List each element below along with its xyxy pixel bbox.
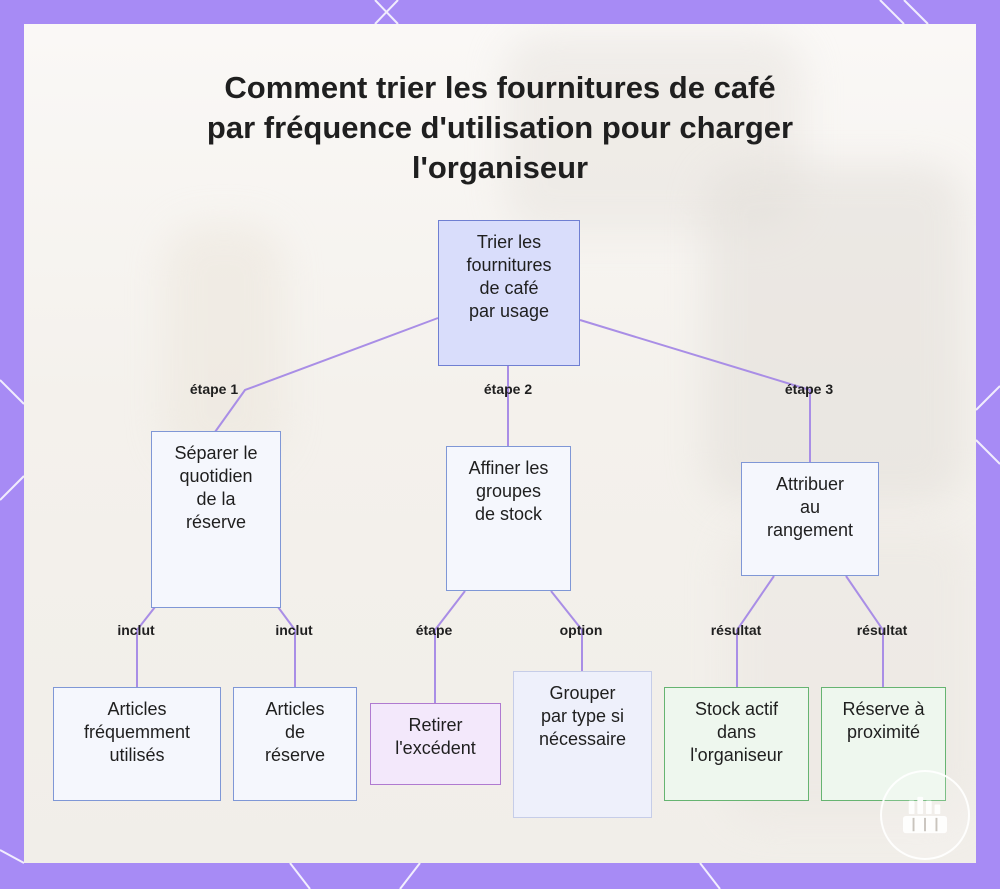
- coffee-organizer-icon: [880, 770, 970, 860]
- node-group-by-type: Grouper par type si nécessaire: [513, 671, 652, 818]
- edge-assign-nearby: [845, 575, 884, 688]
- node-root: Trier les fournitures de café par usage: [438, 220, 580, 366]
- edge-separate-reserve: [277, 606, 296, 688]
- diagram-title: Comment trier les fournitures de café pa…: [206, 70, 794, 185]
- edge-refine-remove: [434, 590, 466, 704]
- edge-label-step2: étape 2: [483, 381, 533, 397]
- edge-label-step1: étape 1: [189, 381, 239, 397]
- node-refine-stock-groups: Affiner les groupes de stock: [446, 446, 571, 591]
- background-blur-shape: [164, 224, 284, 464]
- edge-root-assign: [579, 319, 811, 463]
- node-frequent-items: Articles fréquemment utilisés: [53, 687, 221, 801]
- edge-assign-active: [736, 575, 775, 688]
- edge-label-step: étape: [415, 622, 453, 638]
- edge-separate-frequent: [136, 606, 156, 688]
- edge-label-includes-a: inclut: [117, 622, 155, 638]
- node-reserve-items: Articles de réserve: [233, 687, 357, 801]
- edge-label-result-b: résultat: [856, 622, 908, 638]
- node-assign-storage: Attribuer au rangement: [741, 462, 879, 576]
- node-active-stock: Stock actif dans l'organiseur: [664, 687, 809, 801]
- node-remove-excess: Retirer l'excédent: [370, 703, 501, 785]
- edge-refine-group: [550, 590, 583, 672]
- edge-label-step3: étape 3: [784, 381, 834, 397]
- edge-root-separate: [214, 317, 439, 433]
- edge-label-result-a: résultat: [710, 622, 762, 638]
- edge-label-option: option: [559, 622, 603, 638]
- node-separate-daily-reserve: Séparer le quotidien de la réserve: [151, 431, 281, 608]
- edge-label-includes-b: inclut: [275, 622, 313, 638]
- background-blur-shape: [704, 164, 964, 504]
